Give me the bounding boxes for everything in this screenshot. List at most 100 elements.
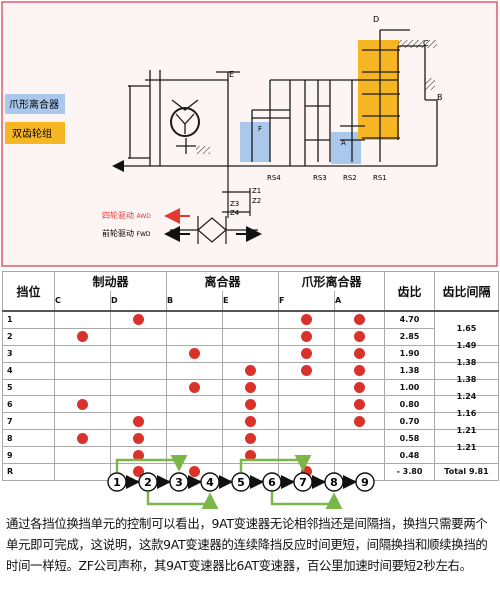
legend-gearset-label: 双齿轮组 — [12, 127, 52, 140]
ratio-cell: 0.80 — [384, 395, 435, 414]
step-cell: 1.49 — [434, 337, 499, 355]
gear-node-label: 5 — [237, 476, 245, 489]
engaged-dot — [301, 314, 312, 326]
ratio-cell: - 3.80 — [384, 463, 435, 481]
step-cell: 1.38 — [434, 371, 499, 389]
engaged-dot — [77, 432, 88, 444]
element-cell-E — [222, 327, 279, 346]
dog-clutch-a-highlight — [331, 132, 361, 164]
label-RS1: RS1 — [373, 174, 387, 182]
dog-clutch-f-highlight — [240, 122, 270, 162]
element-cell-D — [110, 344, 167, 363]
legend-gearset-swatch — [5, 122, 65, 144]
element-cell-D — [110, 378, 167, 397]
element-cell-F — [278, 327, 335, 346]
sub-F: F — [278, 291, 335, 312]
skip-arrow — [115, 455, 188, 472]
element-cell-D — [110, 395, 167, 414]
brake-b-ground — [425, 78, 435, 90]
element-cell-C — [54, 395, 111, 414]
engaged-dot — [189, 466, 200, 478]
engaged-dot — [354, 415, 365, 427]
skip-arrow — [270, 492, 343, 509]
skip-arrow — [146, 492, 219, 509]
element-cell-C — [54, 378, 111, 397]
label-Z4: Z4 — [230, 209, 240, 217]
label-E: E — [229, 70, 234, 79]
ratio-cell: 1.00 — [384, 378, 435, 397]
gear-node — [200, 472, 220, 492]
element-cell-A — [334, 412, 385, 431]
input-arrow — [112, 160, 124, 172]
step-cell: 1.21 — [434, 438, 499, 457]
label-A: A — [341, 139, 346, 147]
element-cell-D — [110, 361, 167, 380]
element-cell-A — [334, 310, 385, 329]
element-cell-A — [334, 395, 385, 414]
label-D: D — [373, 15, 379, 24]
col-step: 齿比间隔 — [434, 271, 499, 312]
step-cell: 1.21 — [434, 421, 499, 440]
gear-node — [324, 472, 344, 492]
gear-cell: 7 — [2, 412, 55, 431]
element-cell-A — [334, 378, 385, 397]
ratio-cell: 0.70 — [384, 412, 435, 431]
engaged-dot — [133, 432, 144, 444]
element-cell-D — [110, 412, 167, 431]
element-cell-E — [222, 361, 279, 380]
step-cell: 1.24 — [434, 387, 499, 406]
gear-node-label: 6 — [268, 476, 276, 489]
gear-node — [355, 472, 375, 492]
element-cell-E — [222, 395, 279, 414]
step-cell: 1.65 — [434, 320, 499, 338]
gear-node-label: 8 — [330, 476, 338, 489]
fwd-label: 前轮驱动 FWD — [102, 228, 151, 238]
engaged-dot — [245, 432, 256, 444]
col-ratio: 齿比 — [384, 271, 435, 312]
ratio-cell: 0.58 — [384, 429, 435, 448]
col-clutch: 离合器 — [166, 271, 279, 291]
element-cell-C — [54, 344, 111, 363]
label-Z3: Z3 — [230, 200, 239, 208]
element-cell-B — [166, 310, 223, 329]
element-cell-F — [278, 429, 335, 448]
step-cell: 1.16 — [434, 404, 499, 423]
element-cell-E — [222, 412, 279, 431]
element-cell-A — [334, 361, 385, 380]
ratio-cell: 0.48 — [384, 446, 435, 465]
label-RS4: RS4 — [267, 174, 281, 182]
sub-D: D — [110, 291, 167, 312]
gear-node — [138, 472, 158, 492]
label-Z2: Z2 — [252, 197, 261, 205]
skip-arrow — [239, 455, 312, 472]
engaged-dot — [189, 348, 200, 360]
engaged-dot — [245, 365, 256, 377]
sub-C: C — [54, 291, 111, 312]
gear-cell: 9 — [2, 446, 55, 465]
ratio-cell: 4.70 — [384, 310, 435, 329]
engaged-dot — [133, 449, 144, 461]
element-cell-F — [278, 344, 335, 363]
drivetrain-lines — [118, 29, 438, 167]
gear-node — [231, 472, 251, 492]
col-gear: 挡位 — [2, 271, 55, 312]
engaged-dot — [245, 382, 256, 393]
sub-B: B — [166, 291, 223, 312]
engaged-dot — [133, 415, 144, 427]
step-cell: 1.38 — [434, 354, 499, 372]
engaged-dot — [133, 466, 144, 478]
engaged-dot — [354, 365, 365, 377]
element-cell-C — [54, 361, 111, 380]
element-cell-F — [278, 378, 335, 397]
element-cell-B — [166, 344, 223, 363]
element-cell-C — [54, 310, 111, 329]
gear-node-label: 4 — [206, 476, 214, 489]
ratio-cell: 1.38 — [384, 361, 435, 380]
